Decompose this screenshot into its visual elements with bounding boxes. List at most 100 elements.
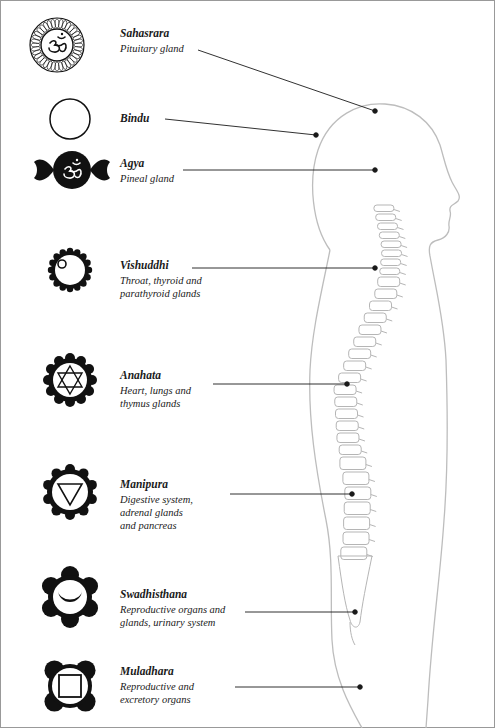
vertebra [359,325,381,335]
petal [66,57,75,66]
petal [32,49,42,56]
leader-dot [314,133,319,138]
bindu-symbol [50,99,90,139]
vertebra [375,289,397,299]
vertebra-process [361,379,367,381]
leader-line [183,170,375,171]
petal [32,34,42,41]
leader-dot [345,382,350,387]
leader-line [192,268,375,269]
vertebra [336,421,358,431]
chakra-name: Swadhisthana [120,588,187,601]
petal [42,21,50,31]
petal [71,30,81,38]
vertebra-process [401,246,407,248]
petal [61,20,68,30]
body-silhouette [310,104,460,728]
vertebra-process [376,343,382,345]
leader-line [165,119,316,135]
leader-dot [373,168,378,173]
petal [73,39,83,45]
vertebra [334,385,356,395]
vertebra [364,313,386,323]
vertebra [380,268,400,275]
vertebra [344,517,370,530]
vertebra [344,361,366,371]
vertebra-process [396,219,402,221]
vertebra-process [381,331,387,333]
vertebra [354,337,376,347]
gland-text: Throat, thyroid and parathyroid glands [120,274,228,300]
vertebra [381,241,401,248]
coccyx [350,622,355,645]
vertebra-process [366,367,372,369]
vertebra-process [357,403,363,405]
vertebra-process [401,264,407,266]
vertebra [335,397,357,407]
vertebra-process [392,307,398,309]
vertebra-process [398,228,404,230]
vertebra-process [356,391,362,393]
leader-line [213,384,347,385]
gland-text: Pineal gland [120,172,250,185]
vishuddhi-symbol [48,248,92,292]
vertebra [382,250,402,257]
gland-text: Reproductive and excretory organs [120,680,215,706]
leader-dot [353,610,358,615]
vertebra [340,457,366,470]
leader-dot [373,266,378,271]
chakra-name: Agya [120,157,144,170]
petal [46,60,53,70]
petal [36,54,45,63]
vertebra [378,277,400,287]
swadhisthana-symbol [42,566,98,628]
back-outline [310,250,362,728]
petal [33,52,43,60]
gland-text: Pituitary gland [120,42,250,55]
vertebra-process [400,283,406,285]
leader-dot [373,109,378,114]
manipura-symbol [43,464,97,520]
om-symbol [49,33,66,52]
petal [69,27,78,36]
vertebra [336,409,358,419]
vertebra [337,433,359,443]
vertebra [379,232,399,239]
vertebra-process [369,480,375,482]
vertebra [343,532,369,545]
leader-line [198,50,375,111]
petal [72,34,82,41]
chakra-name: Bindu [120,112,149,125]
vertebra-process [371,355,377,357]
vertebra [378,223,398,230]
vertebra-process [397,295,403,297]
chakra-name: Anahata [120,369,161,382]
vertebra-process [399,237,405,239]
leader-lines [165,50,377,689]
chakra-name: Muladhara [120,665,174,678]
leader-dot [358,685,363,690]
anahata-symbol [43,353,97,407]
vertebra-process [370,525,376,527]
sahasrara-symbol [30,18,84,72]
chakra-name: Vishuddhi [120,259,169,272]
vertebra [381,259,401,266]
gland-text: Digestive system, adrenal glands and pan… [120,493,198,532]
vertebra-process [359,439,365,441]
vertebra [339,373,361,383]
vertebra [349,349,371,359]
vertebra [343,472,369,485]
petal [61,60,68,70]
vertebra [376,214,396,221]
vertebra-process [371,495,377,497]
vertebra [374,205,394,212]
vertebra [345,487,371,500]
chakra-name: Manipura [120,478,168,491]
leader-line [235,687,360,688]
vertebra-process [358,427,364,429]
chakra-name: Sahasrara [120,27,169,40]
gland-text: Reproductive organs and glands, urinary … [120,603,242,629]
vertebra-process [369,540,375,542]
